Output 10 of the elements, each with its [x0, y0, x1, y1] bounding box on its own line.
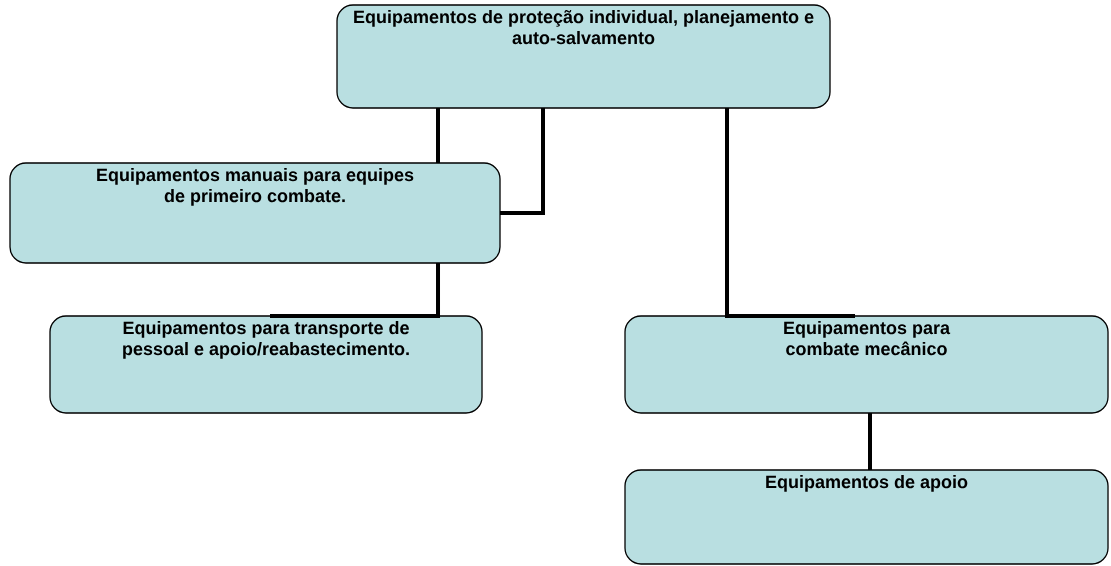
process-box: Equipamentos para combate mecânico [624, 315, 1109, 414]
connector-line [436, 108, 440, 163]
process-box: Equipamentos de proteção individual, planejamento e auto-salvamento [336, 4, 831, 109]
process-box: Equipamentos manuais para equipes de primeiro combate. [9, 162, 501, 264]
connector-line [500, 108, 545, 215]
process-box: Equipamentos para transporte de pessoal e apoio/reabastecimento. [49, 315, 483, 414]
connector-line [725, 108, 855, 318]
connector-line [868, 413, 872, 470]
process-box: Equipamentos de apoio [624, 469, 1109, 565]
connector-line [270, 263, 440, 318]
